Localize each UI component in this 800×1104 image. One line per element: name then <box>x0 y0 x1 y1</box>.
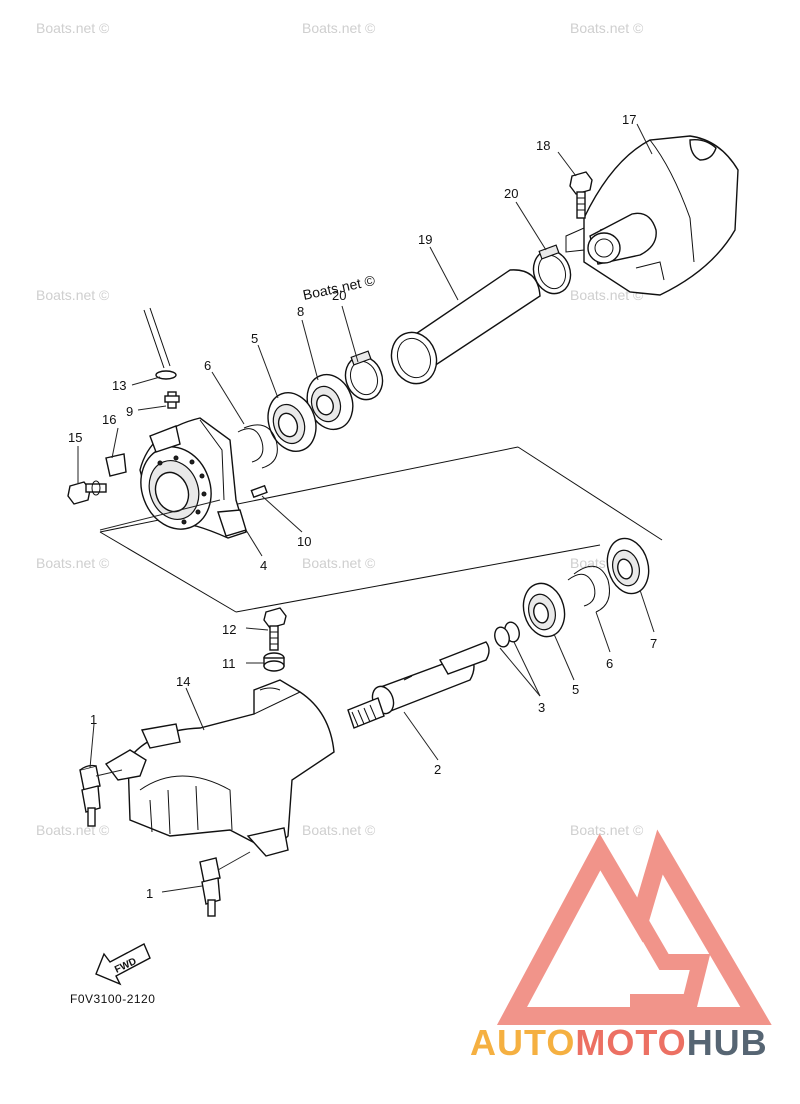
callout-15: 15 <box>68 430 82 445</box>
callout-1-upper: 1 <box>90 712 97 727</box>
part-18-bolt <box>569 171 593 219</box>
watermark: Boats.net © <box>36 822 110 838</box>
callout-18: 18 <box>536 138 550 153</box>
part-20-hose-clamp-upper <box>532 244 572 295</box>
callout-20-upper: 20 <box>504 186 518 201</box>
part-17-nozzle-cover <box>565 135 739 296</box>
part-11-collar <box>263 652 285 672</box>
callout-13: 13 <box>112 378 126 393</box>
part-3-o-rings <box>494 621 520 648</box>
callout-7: 7 <box>650 636 657 651</box>
callout-numbers: 17 18 20 19 20 8 5 6 13 9 16 15 10 4 7 6… <box>68 112 657 901</box>
logo-text-auto: AUTO <box>470 1022 576 1063</box>
part-19-hose <box>390 269 541 385</box>
part-5-bearing-upper <box>267 392 317 452</box>
callout-6-lower: 6 <box>606 656 613 671</box>
part-15-bolt <box>67 480 107 505</box>
callout-19: 19 <box>418 232 432 247</box>
part-6-circlip-lower <box>567 565 610 613</box>
callout-12: 12 <box>222 622 236 637</box>
part-14-bracket <box>104 679 335 857</box>
callout-10: 10 <box>297 534 311 549</box>
callout-5-lower: 5 <box>572 682 579 697</box>
part-4-housing <box>139 417 247 539</box>
automotohub-logo-text: AUTOMOTOHUB <box>470 1022 768 1064</box>
watermark: Boats.net © <box>36 287 110 303</box>
part-5-bearing-lower <box>522 582 566 638</box>
frame-edge <box>235 544 601 613</box>
part-6-circlip-upper <box>237 424 278 469</box>
leader-lines <box>77 123 655 893</box>
callout-8: 8 <box>297 304 304 319</box>
callout-4: 4 <box>260 558 267 573</box>
watermark: Boats.net © <box>302 822 376 838</box>
watermark: Boats.net © <box>570 822 644 838</box>
callout-20-lower: 20 <box>332 288 346 303</box>
part-9-grease-nipple <box>164 391 180 409</box>
part-2-shaft <box>347 641 490 729</box>
part-1-damper-lower <box>199 857 221 917</box>
fwd-direction-arrow: FWD <box>95 943 151 986</box>
watermark: Boats.net © <box>570 20 644 36</box>
part-12-bolt <box>263 607 287 651</box>
callout-3: 3 <box>538 700 545 715</box>
drawing-code: F0V3100-2120 <box>70 992 155 1006</box>
watermark: Boats.net © <box>36 20 110 36</box>
callout-17: 17 <box>622 112 636 127</box>
watermark: Boats.net © <box>36 555 110 571</box>
logo-text-moto: MOTO <box>575 1022 687 1063</box>
callout-6-upper: 6 <box>204 358 211 373</box>
part-13-cap <box>143 307 177 380</box>
part-1-damper-upper <box>79 764 101 827</box>
watermark: Boats.net © <box>570 287 644 303</box>
callout-11: 11 <box>222 656 236 671</box>
logo-text-hub: HUB <box>686 1022 768 1063</box>
callout-1-lower: 1 <box>146 886 153 901</box>
part-7-bearing <box>606 537 650 595</box>
watermark: Boats.net © <box>302 20 376 36</box>
callout-5-upper: 5 <box>251 331 258 346</box>
part-8-bearing <box>306 373 354 431</box>
part-16-plate <box>105 453 127 477</box>
frame-edge <box>517 446 663 541</box>
callout-9: 9 <box>126 404 133 419</box>
frame-edge <box>99 531 237 613</box>
callout-16: 16 <box>102 412 116 427</box>
watermark-layer: Boats.net © Boats.net © Boats.net © Boat… <box>36 20 644 838</box>
watermark: Boats.net © <box>302 555 376 571</box>
callout-14: 14 <box>176 674 190 689</box>
automotohub-logo-mark <box>496 829 772 1025</box>
part-10-pin <box>250 484 268 499</box>
callout-2: 2 <box>434 762 441 777</box>
